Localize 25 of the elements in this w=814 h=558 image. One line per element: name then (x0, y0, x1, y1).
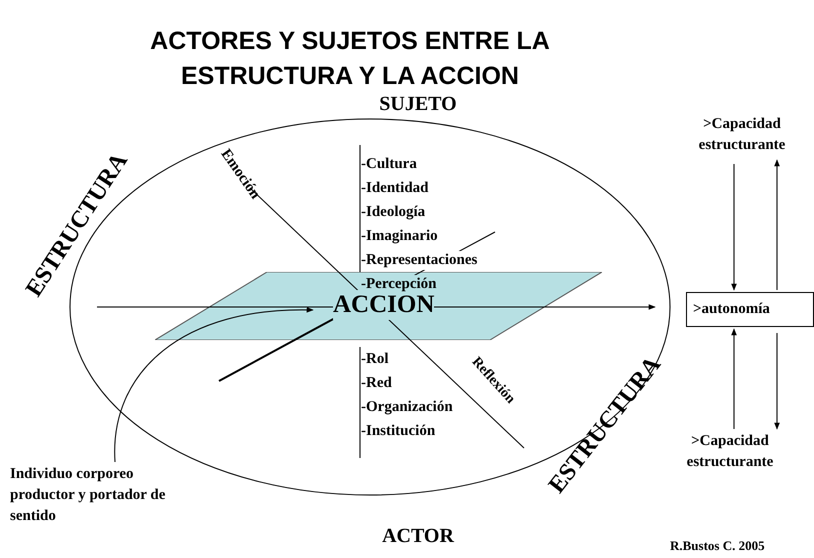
arrow (774, 332, 780, 430)
list-item: -Ideología (361, 203, 426, 222)
arrow (731, 328, 737, 430)
action-plane (155, 272, 602, 340)
arrow (114, 307, 314, 462)
list-item: -Rol (361, 350, 388, 369)
note-text: >Capacidad estructurante (676, 114, 808, 158)
list-item: -Percepción (361, 275, 437, 294)
list-item: -Organización (361, 398, 453, 417)
list-item: -Institución (361, 422, 436, 441)
author-credit: R.Bustos C. 2005 (670, 538, 765, 554)
list-item: -Red (361, 374, 392, 393)
list-item: -Representaciones (361, 251, 478, 270)
note-text: Individuo corporeo productor y portador de sentido (10, 464, 190, 530)
list-item: -Cultura (361, 155, 417, 174)
axis-title: ACTOR (381, 524, 456, 549)
axis-title: SUJETO (378, 92, 458, 117)
arrow (731, 164, 737, 291)
note-text: >Capacidad estructurante (664, 431, 796, 475)
list-item: -Imaginario (361, 227, 438, 246)
node-label: ACCION (333, 290, 434, 320)
arrow (774, 159, 780, 290)
process-box: >autonomía (686, 292, 814, 327)
diagram-title: ACTORES Y SUJETOS ENTRE LA ESTRUCTURA Y LA ACCION (149, 26, 551, 92)
list-item: -Identidad (361, 179, 429, 198)
